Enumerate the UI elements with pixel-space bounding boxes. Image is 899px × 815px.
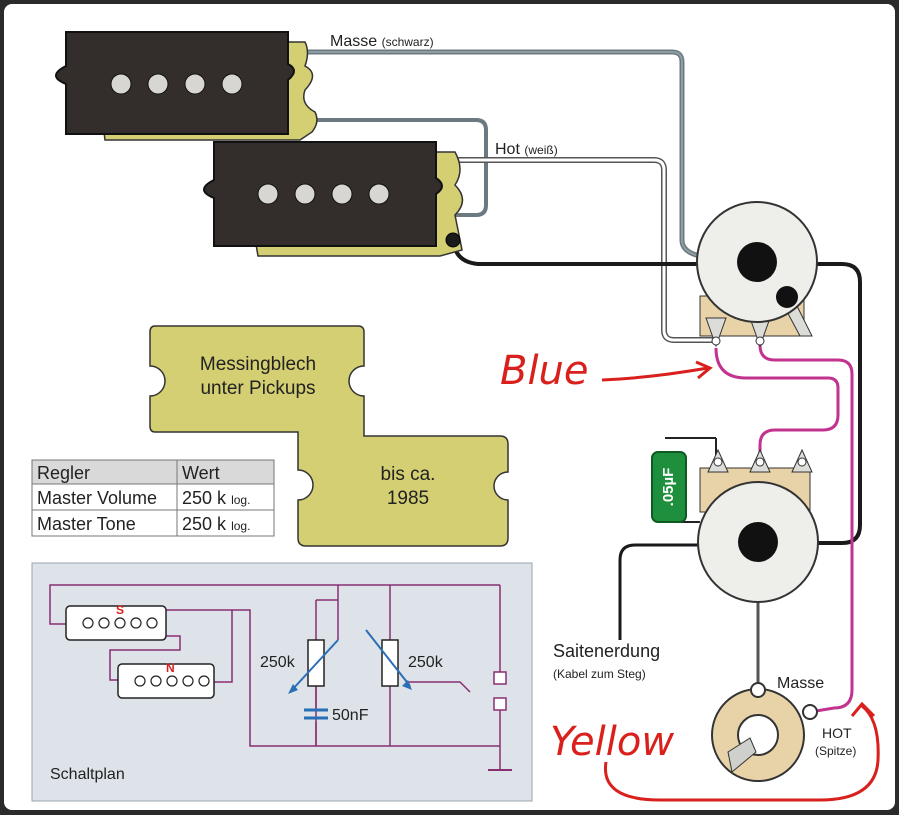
annotation-yellow: Yellow	[550, 701, 880, 802]
pickup-s-label: S	[116, 603, 124, 617]
table-cell-value: 250 k log.	[182, 514, 250, 534]
schematic-jack	[493, 671, 507, 685]
jack-hot-sublabel: (Spitze)	[815, 744, 856, 758]
jack-hot-label: HOT	[822, 725, 852, 741]
pickup-n-label: N	[166, 661, 175, 675]
tone-pot: .05µF	[651, 437, 819, 603]
string-ground-wire	[618, 543, 740, 640]
brass-line3: bis ca.	[381, 464, 436, 485]
string-ground-sublabel: (Kabel zum Steg)	[553, 667, 646, 681]
pickup-upper	[55, 31, 318, 141]
output-jack	[711, 682, 818, 782]
schematic-pickup-n	[117, 663, 215, 699]
schematic-cap-label: 50nF	[332, 707, 369, 724]
annotation-blue-arrow	[601, 366, 709, 382]
solder-point	[445, 232, 461, 248]
pickup-body-upper	[55, 31, 295, 135]
table-cell-value: 250 k log.	[182, 488, 250, 508]
table-cell-name: Master Tone	[37, 514, 136, 534]
table-header-regler: Regler	[37, 463, 90, 483]
annotation-yellow-text: Yellow	[550, 719, 674, 765]
annotation-blue-text: Blue	[500, 348, 589, 394]
schematic-wires	[49, 584, 501, 770]
hot-label: Hot (weiß)	[495, 141, 558, 158]
schematic-title: Schaltplan	[50, 766, 125, 783]
brass-line2: unter Pickups	[200, 378, 315, 399]
brass-line1: Messingblech	[200, 354, 316, 375]
jack-masse-label: Masse	[777, 675, 824, 692]
table-header-wert: Wert	[182, 463, 220, 483]
brass-line4: 1985	[387, 488, 429, 509]
schematic-pot2-label: 250k	[408, 654, 444, 671]
masse-label: Masse (schwarz)	[330, 33, 434, 50]
ground-link-wire	[300, 118, 488, 217]
pickup-body-lower	[203, 141, 443, 247]
annotation-blue: Blue	[500, 348, 713, 394]
schematic-pot-tone	[381, 639, 399, 687]
capacitor-label: .05µF	[660, 468, 677, 507]
table-cell-name: Master Volume	[37, 488, 157, 508]
volume-pot	[696, 201, 818, 348]
schematic-pot1-label: 250k	[260, 654, 296, 671]
black-ground-wire	[451, 239, 862, 545]
brass-plate-illustration: Messingblech unter Pickups bis ca. 1985	[149, 325, 509, 547]
string-ground-label: Saitenerdung	[553, 641, 660, 661]
magenta-wire-tone	[714, 347, 840, 462]
capacitor	[651, 451, 687, 523]
pickup-lower	[203, 141, 464, 257]
annotation-yellow-arrow	[603, 704, 880, 802]
brass-plate-shape	[149, 325, 509, 547]
magenta-wire-hot	[758, 344, 854, 714]
pot-table: Regler Wert Master Volume 250 k log. Mas…	[31, 459, 275, 537]
schematic-panel: S N 250k 250k 50nF Schaltplan	[31, 562, 533, 802]
